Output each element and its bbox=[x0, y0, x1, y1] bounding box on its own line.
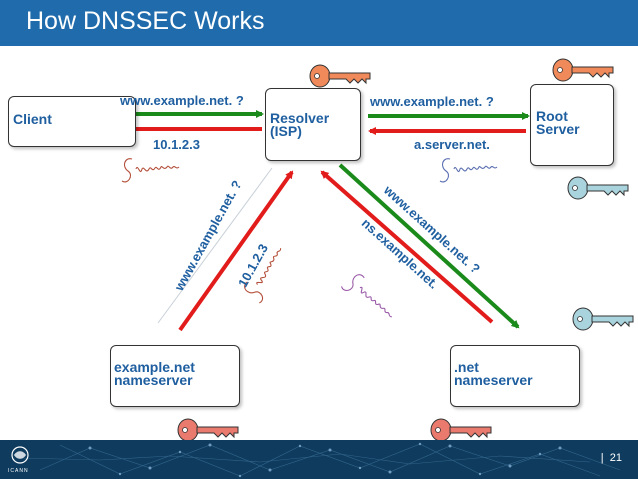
key-icon-net-blue bbox=[572, 307, 634, 331]
example-nameserver-box bbox=[110, 345, 240, 407]
label-query-client-resolver: www.example.net. ? bbox=[120, 93, 244, 108]
label-query-resolver-root: www.example.net. ? bbox=[370, 94, 494, 109]
page-number: | 21 bbox=[600, 452, 622, 464]
network-pattern-decoration bbox=[11, 442, 621, 478]
arrow-answer-example-resolver bbox=[178, 170, 294, 332]
key-icon-root-orange bbox=[552, 58, 614, 82]
key-icon-example bbox=[177, 418, 239, 440]
label-answer-resolver-client: 10.1.2.3 bbox=[153, 137, 200, 152]
dnssec-diagram bbox=[116, 58, 634, 440]
net-nameserver-box bbox=[450, 345, 580, 407]
resolver-label: Resolver (ISP) bbox=[270, 110, 330, 139]
client-label: Client bbox=[13, 111, 52, 127]
page-number-value: 21 bbox=[609, 452, 622, 464]
key-icon-net-red bbox=[430, 418, 492, 440]
slide-title: How DNSSEC Works bbox=[26, 7, 265, 35]
arrow-query-resolver-example bbox=[157, 167, 273, 324]
resolver-box bbox=[265, 88, 361, 161]
footer-logo-text: ICANN bbox=[8, 468, 29, 474]
example-nameserver-label: example.net nameserver bbox=[114, 359, 195, 388]
signature-mark-client bbox=[121, 158, 180, 183]
signature-mark-example bbox=[244, 248, 282, 304]
slide-header: How DNSSEC Works bbox=[0, 0, 638, 46]
key-icon-resolver bbox=[309, 64, 371, 88]
icann-logo-icon bbox=[11, 446, 29, 464]
label-answer-root-resolver: a.server.net. bbox=[414, 137, 490, 152]
root-server-label: Root Server bbox=[536, 108, 580, 137]
signature-mark-root bbox=[439, 158, 498, 183]
arrow-query-resolver-net bbox=[338, 163, 520, 329]
signature-mark-net bbox=[341, 274, 392, 318]
client-box bbox=[8, 96, 136, 147]
net-nameserver-label: .net nameserver bbox=[454, 359, 533, 388]
arrow-answer-net-resolver bbox=[320, 170, 494, 324]
key-icon-root-blue bbox=[567, 176, 629, 200]
root-server-box bbox=[530, 84, 614, 166]
slide-footer: ICANN | 21 bbox=[0, 440, 638, 479]
